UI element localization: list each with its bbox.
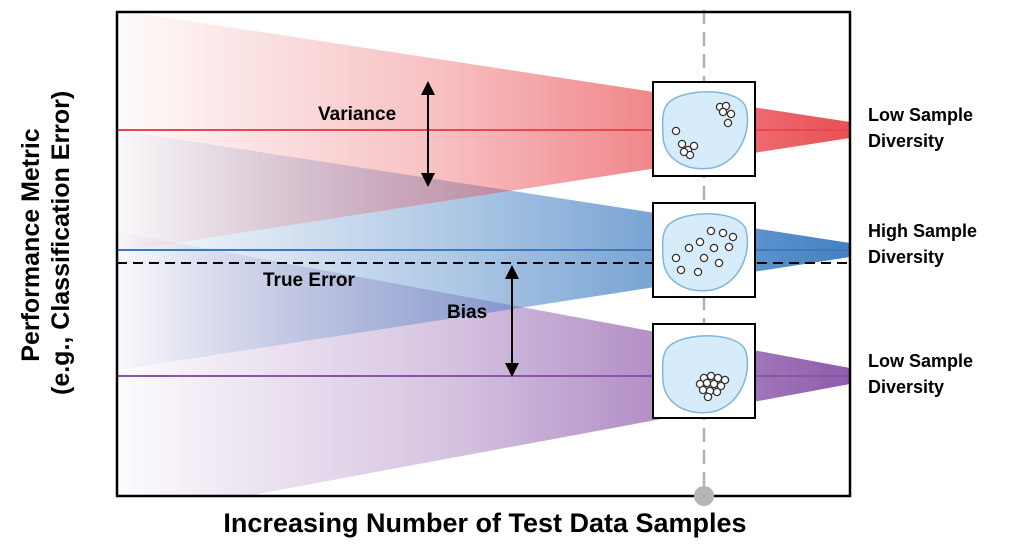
sample-points <box>671 226 738 277</box>
x-axis-label: Increasing Number of Test Data Samples <box>223 508 747 538</box>
series-label-bottom: Low Sample Diversity <box>868 348 973 400</box>
y-axis-label-line1: Performance Metric <box>17 128 45 362</box>
plot-frame <box>115 10 852 498</box>
inset-low-diversity-top <box>652 81 756 177</box>
sample-points <box>671 101 736 160</box>
series-label-top-line1: Low Sample <box>868 105 974 125</box>
inset-high-diversity <box>652 202 756 298</box>
y-axis-label-line2: (e.g., Classification Error) <box>47 90 75 395</box>
variance-label: Variance <box>318 104 396 125</box>
sample-marker-dot <box>694 486 714 506</box>
red-variance-funnel <box>117 12 850 252</box>
true-error-label: True Error <box>263 270 355 291</box>
series-label-top-line2: Diversity <box>868 131 945 151</box>
inset-low-diversity-bottom <box>652 323 756 419</box>
series-label-middle: High Sample Diversity <box>868 218 977 270</box>
sample-points <box>695 371 730 402</box>
series-label-middle-line2: Diversity <box>868 247 945 267</box>
series-label-middle-line1: High Sample <box>868 221 978 241</box>
series-label-bottom-line2: Diversity <box>868 377 945 397</box>
series-label-top: Low Sample Diversity <box>868 102 973 154</box>
bias-label: Bias <box>447 302 487 323</box>
series-label-bottom-line1: Low Sample <box>868 351 974 371</box>
